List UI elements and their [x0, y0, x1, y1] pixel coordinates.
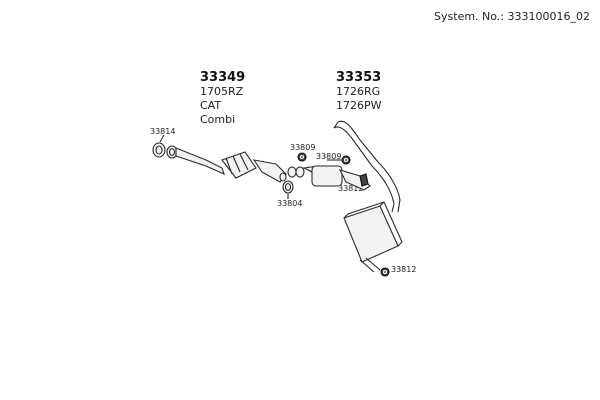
callout-33814: 33814 — [150, 127, 176, 136]
rear-silencer — [343, 201, 403, 273]
ring-gasket-icon — [152, 142, 166, 158]
front-pipe-catalyst — [175, 147, 287, 183]
part-detail-front-3: Combi — [200, 113, 236, 126]
callout-33809-a: 33809 — [290, 143, 316, 152]
rubber-hanger-icon — [359, 173, 369, 187]
tail-pipe-loop — [333, 120, 401, 213]
callout-33809-b: 33809 — [316, 152, 342, 161]
ring-gasket-icon — [282, 180, 294, 194]
rubber-hanger-icon — [297, 152, 307, 162]
system-number: System. No.: 333100016_02 — [434, 10, 590, 23]
part-detail-front-2: CAT — [200, 99, 222, 112]
part-detail-front-1: 1705RZ — [200, 85, 244, 98]
part-detail-rear-2: 1726PW — [336, 99, 382, 112]
callout-33812-b: 33812 — [391, 265, 417, 274]
rubber-hanger-icon — [380, 267, 390, 277]
part-number-front: 33349 — [200, 70, 246, 85]
connector-flange — [287, 166, 305, 178]
leader-33814 — [159, 134, 165, 143]
callout-33804: 33804 — [277, 199, 303, 208]
part-detail-rear-1: 1726RG — [336, 85, 381, 98]
rubber-hanger-icon — [341, 155, 351, 165]
callout-33812-a: 33812 — [338, 184, 364, 193]
part-number-rear: 33353 — [336, 70, 382, 85]
